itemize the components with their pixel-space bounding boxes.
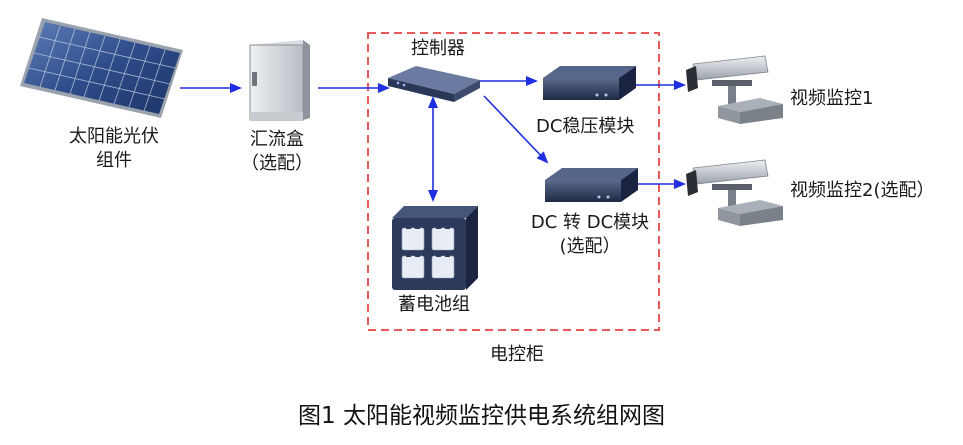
combiner-box-label-line1: 汇流盒 <box>250 129 304 150</box>
arrow-controller-to-dc-dc <box>483 95 549 164</box>
solar-panel-icon <box>20 18 183 118</box>
camera-1-icon <box>686 55 783 124</box>
solar-panel-label-line1: 太阳能光伏 <box>69 126 159 147</box>
camera-1-label: 视频监控1 <box>790 88 874 109</box>
dc-dc-module-icon <box>545 168 638 202</box>
camera-2-label: 视频监控2(选配） <box>790 180 935 201</box>
controller-label: 控制器 <box>411 38 465 59</box>
figure-caption: 图1 太阳能视频监控供电系统组网图 <box>298 403 665 429</box>
battery-bank-label: 蓄电池组 <box>398 294 470 315</box>
camera-2-icon <box>686 159 783 226</box>
dc-regulator-icon <box>543 66 636 100</box>
controller-icon <box>388 66 480 102</box>
combiner-box-label-line2: （选配） <box>241 153 313 174</box>
solar-panel-label-line2: 组件 <box>96 150 132 171</box>
dc-dc-module-label-line2: (选配） <box>559 236 621 257</box>
dc-regulator-label: DC稳压模块 <box>536 116 635 137</box>
battery-bank-icon <box>392 206 478 290</box>
combiner-box-icon <box>249 40 310 121</box>
cabinet-boundary <box>367 32 660 331</box>
cabinet-label: 电控柜 <box>490 344 544 365</box>
dc-dc-module-label-line1: DC 转 DC模块 <box>530 212 650 233</box>
